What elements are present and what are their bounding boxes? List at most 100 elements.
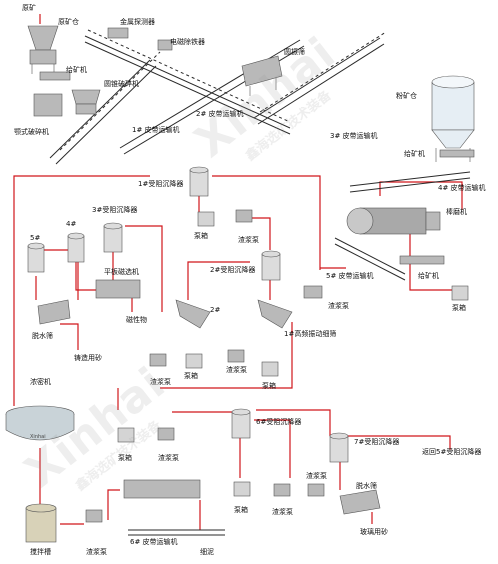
label-raw-ore-bin: 原矿仓 bbox=[58, 17, 79, 26]
label-powder-bin: 粉矿仓 bbox=[396, 91, 417, 100]
left-return-flow bbox=[13, 175, 150, 380]
high-frequency-screen-1 bbox=[257, 299, 293, 329]
pump-box-a bbox=[185, 353, 203, 369]
hs3-side-flow bbox=[125, 225, 163, 312]
powder-bin bbox=[431, 75, 475, 162]
circular-vibrating-screen bbox=[241, 55, 283, 96]
slurry-pump-d bbox=[273, 483, 291, 497]
rod-mill bbox=[346, 207, 441, 235]
label-pump-box-a: 泵箱 bbox=[184, 371, 198, 380]
pump-to-filter-flow bbox=[107, 489, 120, 520]
feeder-right bbox=[439, 149, 475, 158]
belt-3 bbox=[253, 31, 387, 125]
pump-box-c bbox=[117, 427, 135, 443]
label-slurry-pump-d: 渣浆泵 bbox=[272, 507, 293, 516]
feeder-bottom bbox=[399, 255, 445, 265]
agitator-tank bbox=[25, 503, 57, 543]
screen1-outlet-flow bbox=[160, 322, 293, 389]
label-dewater-screen-left: 脱水筛 bbox=[32, 331, 53, 340]
label-jaw-crusher: 颚式破碎机 bbox=[14, 127, 49, 136]
pump-box-d bbox=[233, 481, 251, 497]
label-pump-box-right: 泵箱 bbox=[452, 303, 466, 312]
slurry-pump-f bbox=[85, 509, 103, 523]
cone-crusher bbox=[71, 89, 101, 115]
label-belt-5: 5# 皮带运输机 bbox=[326, 271, 374, 280]
label-belt-1: 1# 皮带运输机 bbox=[132, 125, 180, 134]
pump-box-right bbox=[451, 285, 469, 301]
equipment bbox=[5, 25, 475, 543]
hs6-to-hs7-flow bbox=[256, 409, 331, 436]
jaw-crusher bbox=[33, 93, 63, 117]
label-dewater-screen-right: 脱水筛 bbox=[356, 481, 377, 490]
label-feeder-bottom: 给矿机 bbox=[418, 271, 439, 280]
hindered-settler-4 bbox=[67, 232, 85, 263]
hs7-return-flow bbox=[340, 435, 451, 450]
label-magnetic: 磁性物 bbox=[126, 315, 147, 324]
label-pump-box-b: 泵箱 bbox=[262, 381, 276, 390]
hindered-settler-3 bbox=[103, 222, 123, 253]
feeder-top bbox=[39, 71, 71, 81]
belt-6 bbox=[128, 529, 225, 536]
label-slurry-pump-f: 渣浆泵 bbox=[86, 547, 107, 556]
hs1-right-flow bbox=[212, 175, 321, 270]
belt-4 bbox=[349, 171, 471, 193]
label-raw-ore: 原矿 bbox=[22, 3, 36, 12]
label-pump-box-1: 泵箱 bbox=[194, 231, 208, 240]
label-feeder-right: 给矿机 bbox=[404, 149, 425, 158]
label-belt-6: 6# 皮带运输机 bbox=[130, 537, 178, 546]
label-agitator: 搅拌槽 bbox=[30, 547, 51, 556]
dewatering-screen-left bbox=[37, 299, 71, 325]
slurry-pump-c bbox=[157, 427, 175, 441]
label-hindered-1: 1#受阻沉降器 bbox=[138, 179, 183, 188]
label-screen-2: 2# bbox=[210, 306, 220, 314]
label-circular-screen: 圆振筛 bbox=[284, 47, 305, 56]
label-belt-4: 4# 皮带运输机 bbox=[438, 183, 486, 192]
filter-press bbox=[123, 479, 201, 499]
flat-magnetic-separator bbox=[95, 279, 141, 299]
slurry-pump-1 bbox=[235, 209, 253, 223]
label-flat-magnetic: 平板磁选机 bbox=[104, 267, 139, 276]
label-return-5: 返回5#受阻沉降器 bbox=[422, 447, 481, 456]
dewatering-screen-right bbox=[339, 489, 381, 515]
label-hindered-4: 4# bbox=[66, 220, 76, 228]
slurry-pump-e bbox=[307, 483, 325, 497]
hindered-settler-7 bbox=[329, 432, 349, 463]
mill-discharge-flow bbox=[409, 230, 452, 291]
label-cone-crusher: 圆锥破碎机 bbox=[104, 79, 139, 88]
label-pump-box-d: 泵箱 bbox=[234, 505, 248, 514]
label-slurry-pump-1: 渣浆泵 bbox=[238, 235, 259, 244]
labels: 原矿 原矿仓 金属探测器 电磁除铁器 给矿机 圆锥破碎机 颚式破碎机 1# 皮带… bbox=[14, 3, 486, 556]
pump1-to-hs2-flow bbox=[248, 217, 271, 250]
slurry-pump-b bbox=[227, 349, 245, 363]
label-feeder-top: 给矿机 bbox=[66, 65, 87, 74]
label-pump-box-c: 泵箱 bbox=[118, 453, 132, 462]
thickener bbox=[5, 405, 75, 441]
label-slurry-pump-e: 渣浆泵 bbox=[306, 471, 327, 480]
belt-2 bbox=[84, 29, 291, 135]
hindered-settler-1 bbox=[189, 166, 209, 197]
label-screen-1: 1#高频振动细筛 bbox=[284, 329, 336, 338]
label-hindered-6: 6#受阻沉降器 bbox=[256, 417, 301, 426]
label-glass-sand: 玻璃用砂 bbox=[360, 527, 388, 536]
slurry-pump-right bbox=[303, 285, 323, 299]
electric-iron-remover bbox=[157, 39, 173, 51]
thickener-logo: Xinhai bbox=[30, 434, 46, 440]
label-casting-sand: 铸造用砂 bbox=[74, 353, 102, 362]
pump-box-b bbox=[261, 361, 279, 377]
hs6-right-flow bbox=[254, 419, 291, 478]
dewater-to-casting-flow bbox=[60, 323, 79, 350]
pump-box-1 bbox=[197, 211, 215, 227]
label-hindered-2: 2#受阻沉降器 bbox=[210, 265, 255, 274]
label-metal-detector: 金属探测器 bbox=[120, 17, 155, 26]
label-rod-mill: 棒磨机 bbox=[446, 207, 467, 216]
raw-ore-bin bbox=[27, 25, 59, 74]
mag-to-hs4-flow bbox=[75, 262, 100, 291]
label-fine-tailings: 细泥 bbox=[200, 547, 214, 556]
screen-2 bbox=[175, 299, 211, 329]
label-hindered-7: 7#受阻沉降器 bbox=[354, 437, 399, 446]
belt-5 bbox=[334, 237, 406, 281]
label-belt-3: 3# 皮带运输机 bbox=[330, 131, 378, 140]
label-slurry-pump-right: 渣浆泵 bbox=[328, 301, 349, 310]
label-electric-iron-remover: 电磁除铁器 bbox=[170, 37, 205, 46]
